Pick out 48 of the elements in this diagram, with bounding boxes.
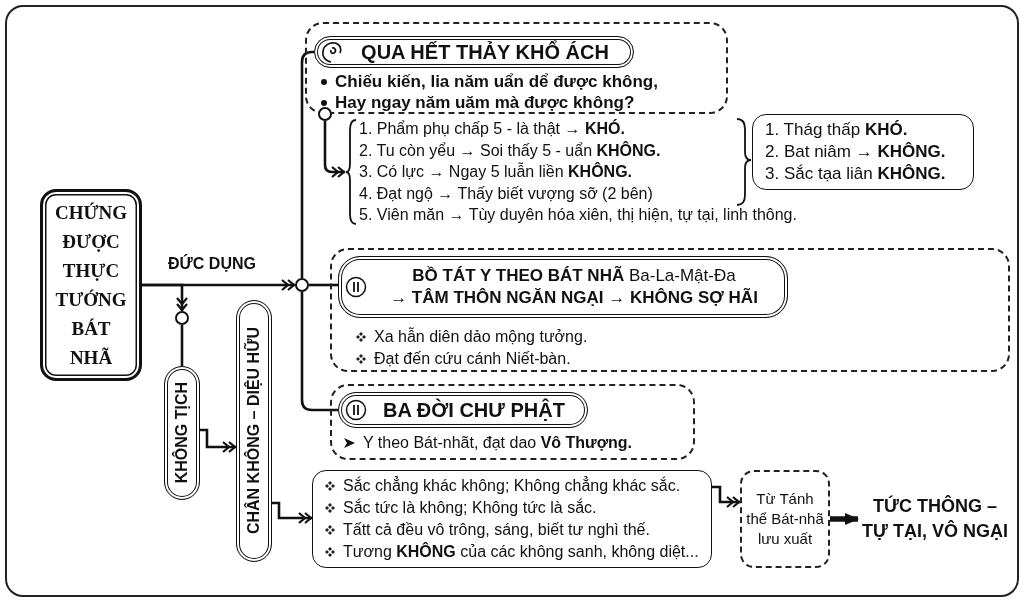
arrow xyxy=(830,513,859,525)
vertical-label: KHÔNG TỊCH xyxy=(172,382,191,484)
bullet-text: Y theo Bát-nhãt, đạt dao Vô Thượng. xyxy=(363,433,632,453)
pill-heading: BỒ TÁT Y THEO BÁT NHÃ Ba-La-Mật-Đa xyxy=(412,264,736,287)
connector-line xyxy=(300,292,338,412)
list-item: 2. Tu còn yểu → Soi thấy 5 - uẩn KHÔNG. xyxy=(359,140,661,161)
junction-circle xyxy=(175,311,189,325)
list-item: 1. Thág thấp KHÓ. xyxy=(765,119,908,141)
bullet-text: Xa hẫn diên dảo mộng tưởng. xyxy=(374,326,588,347)
list-item: 5. Viên măn → Tùy duyên hóa xiên, thị hiện, tự tại, linh thông. xyxy=(359,205,797,226)
list-item: 3. Sắc tạa liân KHÔNG. xyxy=(765,163,946,185)
vertical-pill xyxy=(164,366,200,500)
list-item: 3. Có lực → Ngay 5 luẫn liền KHÔNG. xyxy=(359,161,633,183)
rounded-box xyxy=(752,114,974,190)
list-item: 4. Đạt ngộ → Thấy biết vượng sỡ (2 bên) xyxy=(359,183,653,204)
result-text: TỨC THÔNG – TỰ TẠI, VÔ NGẠI xyxy=(858,494,1012,544)
junction-circle xyxy=(318,107,332,121)
heading-pill xyxy=(314,36,634,68)
vertical-pill xyxy=(236,300,272,562)
heading-pill xyxy=(338,256,788,318)
connector-line xyxy=(300,50,314,278)
bullet-text: Hay ngay năm uăm mà được không? xyxy=(335,92,635,113)
vertical-label: CHÂN KHÔNG – DIỆU HỮU xyxy=(244,327,263,535)
junction-circle xyxy=(295,278,309,292)
list-item: 2. Bat niâm → KHÔNG. xyxy=(765,141,946,163)
pill-heading: QUA HẾT THẢY KHỔ ÁCH xyxy=(361,39,609,65)
bullet-text: Đạt đến cứu cánh Niết-bàn. xyxy=(374,349,571,369)
dashed-group-frame xyxy=(330,248,1010,372)
dashed-box xyxy=(740,470,830,568)
connector-line xyxy=(180,325,184,366)
edge-label: ĐỨC DỤNG xyxy=(166,254,258,274)
bullet-text: Tương KHÔNG của các không sanh, không diệt... xyxy=(343,541,699,562)
dashed-group-frame xyxy=(330,384,695,460)
dashed-group-frame xyxy=(305,22,728,114)
connector-line xyxy=(309,283,338,287)
bullet-text: Sắc tức là không; Không tức là sắc. xyxy=(343,497,597,518)
heading-pill xyxy=(338,392,588,428)
box-text: Từ Tánh thể Bát-nhã lưu xuất xyxy=(746,489,824,549)
bullet-text: Sắc chẳng khác không; Không chẳng khác sắc. xyxy=(343,475,681,496)
arrow xyxy=(142,283,189,312)
concept-box xyxy=(40,189,142,381)
box-title: CHỨNG ĐƯỢC THỰC TƯỚNG BÁT NHÃ xyxy=(53,201,129,370)
pill-heading: → TÂM THÔN NGĂN NGẠI → KHÔNG SỢ HÃI xyxy=(390,287,758,309)
bullet-text: Chiếu kiến, lia năm uẩn dể được không, xyxy=(335,71,658,92)
rounded-box xyxy=(312,470,712,568)
list-item: 1. Phẩm phụ chấp 5 - là thật → KHÓ. xyxy=(359,118,625,139)
pill-heading: BA ĐỜI CHƯ PHẬT xyxy=(383,397,565,423)
bullet-text: Tấtt cả đều vô trông, sáng, biết tư nghì thế. xyxy=(343,520,650,540)
